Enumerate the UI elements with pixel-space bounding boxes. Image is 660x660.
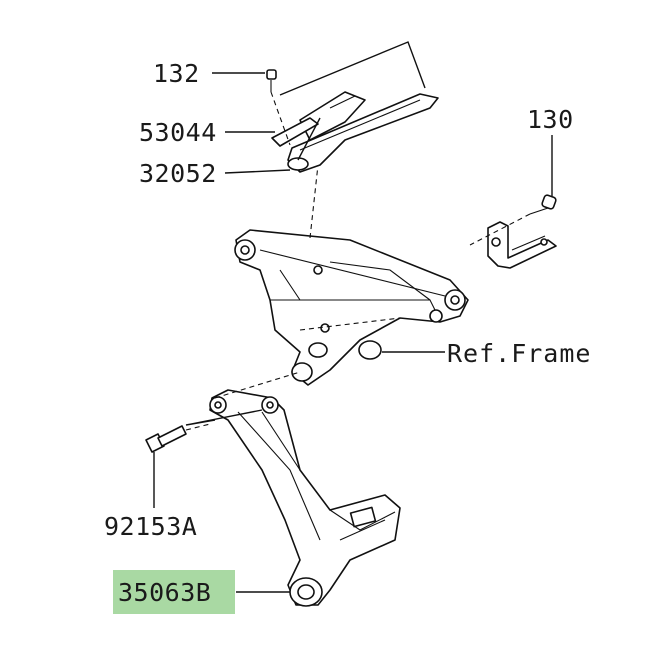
part-bolt-92153A[interactable]: [145, 425, 187, 453]
callout-132: 132: [153, 59, 200, 88]
leader-32052: [224, 169, 291, 174]
part-bolt-130[interactable]: [529, 194, 557, 215]
part-main-frame-bracket[interactable]: [234, 164, 469, 386]
part-cover-plate[interactable]: [271, 91, 439, 173]
alignment-line-upper: [214, 371, 301, 399]
callout-53044: 53044: [139, 118, 217, 147]
callout-92153A: 92153A: [104, 512, 197, 541]
callout-35063B: 35063B: [118, 578, 211, 607]
leader-cover-plate: [279, 41, 426, 96]
callout-ref-frame: Ref.Frame: [447, 339, 591, 368]
leader-92153A-link: [185, 409, 263, 426]
callout-130: 130: [527, 105, 574, 134]
part-bolt-132[interactable]: [266, 69, 291, 146]
part-bracket-130[interactable]: [487, 221, 557, 269]
leader-bracket-130: [469, 213, 531, 246]
callout-32052: 32052: [139, 159, 217, 188]
alignment-line-lower: [185, 423, 211, 431]
callout-highlight-35063B: [113, 570, 235, 614]
part-footpeg-bracket-35063B[interactable]: [209, 389, 401, 607]
